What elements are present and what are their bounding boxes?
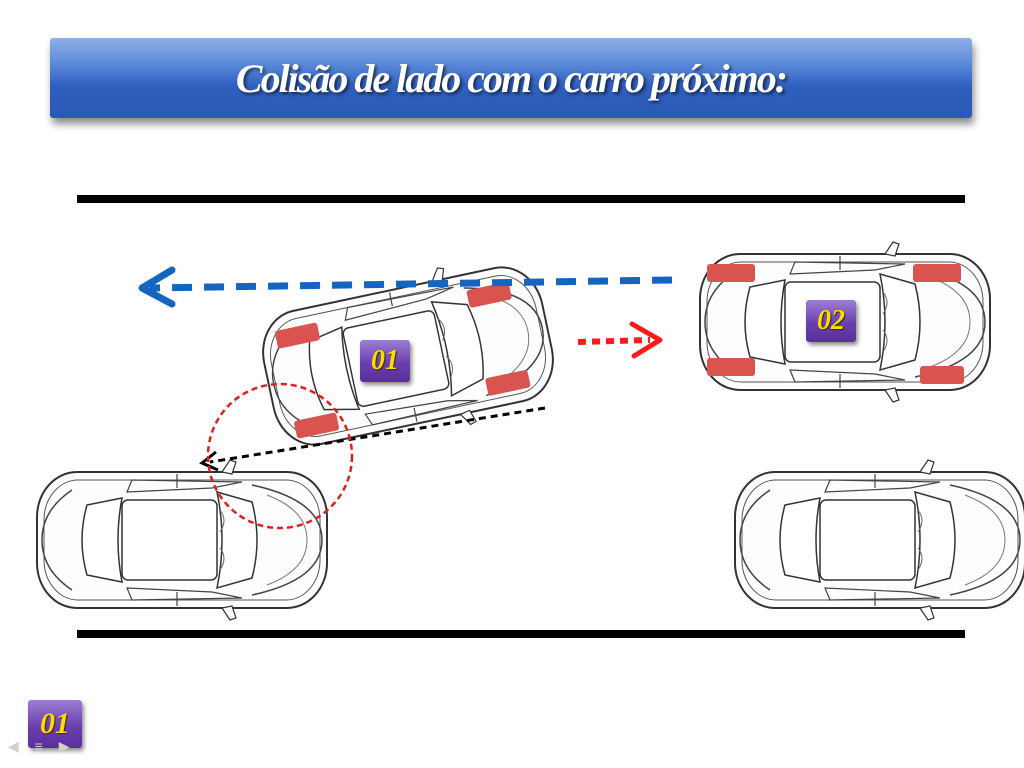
slide-title: Colisão de lado com o carro próximo: <box>235 55 788 101</box>
road-line-bottom <box>77 630 965 638</box>
parked-car-front <box>734 459 1024 621</box>
reverse-path-arrow <box>149 276 673 292</box>
wheel-marker <box>294 412 339 439</box>
wheel-marker <box>275 322 320 349</box>
reverse-arrowhead <box>138 266 176 308</box>
wheel-marker <box>707 264 755 282</box>
car-moving <box>251 247 565 465</box>
footer-slide-badge: 01 <box>28 700 82 748</box>
nav-next-icon[interactable]: ▶ <box>58 738 76 754</box>
parked-car-rear <box>36 459 328 621</box>
swing-path-arrow <box>209 406 546 464</box>
slide-nav: ◀ ≡ ▶ <box>8 738 76 755</box>
nav-menu-icon[interactable]: ≡ <box>34 738 49 754</box>
wheel-marker <box>913 264 961 282</box>
title-bar: Colisão de lado com o carro próximo: <box>50 38 972 118</box>
wheel-marker <box>485 370 531 396</box>
collision-zone-circle <box>206 382 354 530</box>
nav-prev-icon[interactable]: ◀ <box>8 738 25 754</box>
car-ahead-label: 02 <box>806 300 856 342</box>
car-moving-label: 01 <box>360 340 410 382</box>
forward-arrowhead <box>629 321 663 359</box>
car-ahead <box>699 241 991 403</box>
road-line-top <box>77 195 965 203</box>
wheel-marker <box>707 358 755 376</box>
wheel-marker <box>466 282 512 308</box>
forward-arrow <box>577 337 651 345</box>
swing-arrowhead <box>199 450 219 472</box>
wheel-marker <box>920 366 964 384</box>
